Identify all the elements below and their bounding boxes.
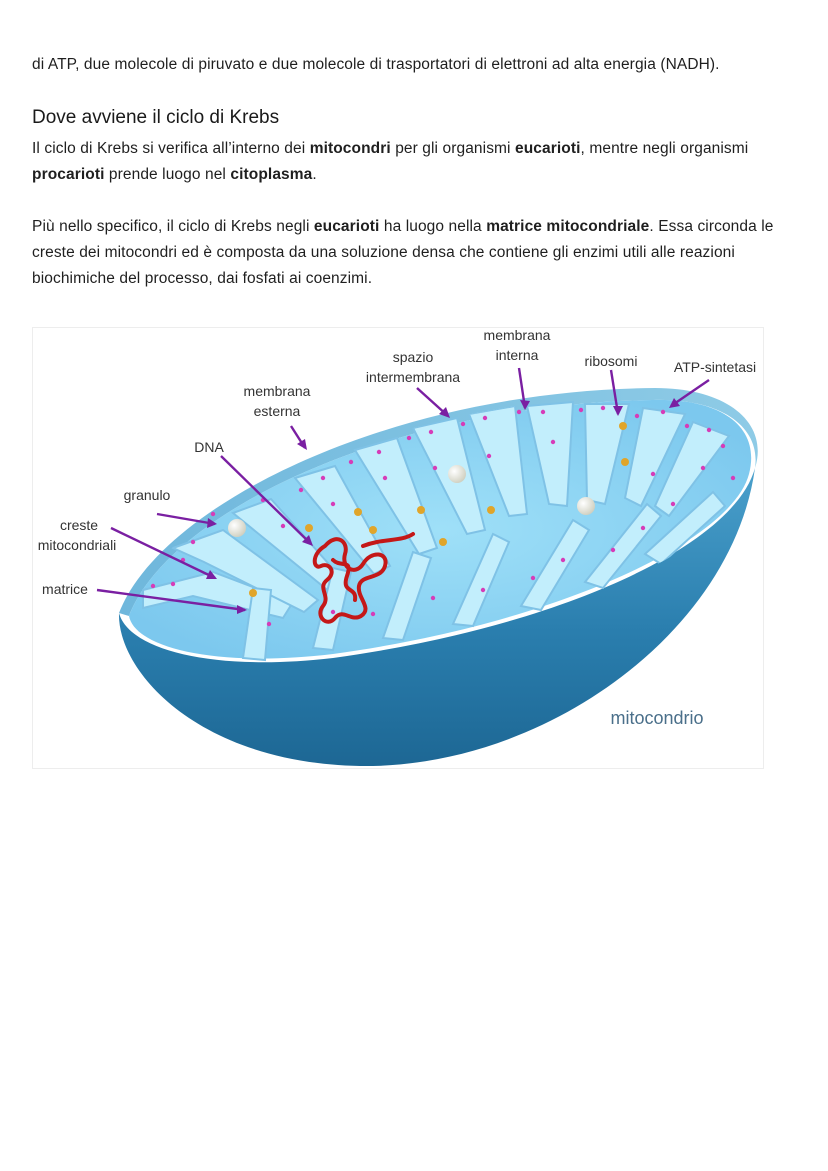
outer-membrane-shell <box>118 468 756 767</box>
bold-term: procarioti <box>32 166 105 183</box>
mitochondrion-illustration: membrana interna spazio intermembrana ri… <box>38 328 758 767</box>
text-span: , mentre negli organismi <box>580 140 749 157</box>
label-creste-1: creste <box>60 517 98 533</box>
label-membrana-esterna-2: esterna <box>254 403 301 419</box>
paragraph-location: Il ciclo di Krebs si verifica all’intern… <box>32 136 802 188</box>
leader-arrowheads <box>206 398 680 614</box>
text-span: Il ciclo di Krebs si verifica all’intern… <box>32 140 310 157</box>
label-membrana-esterna-1: membrana <box>244 383 311 399</box>
granule-1 <box>228 519 246 537</box>
granule-2 <box>448 465 466 483</box>
text-span: Più nello specifico, il ciclo di Krebs n… <box>32 218 314 235</box>
dna-strand <box>312 532 415 624</box>
bold-term: eucarioti <box>313 218 380 235</box>
label-creste-2: mitocondriali <box>38 537 117 553</box>
text-span: prende luogo nel <box>104 166 231 183</box>
mitochondrion-diagram: membrana interna spazio intermembrana ri… <box>32 327 764 769</box>
label-membrana-interna-1: membrana <box>484 328 551 343</box>
atp-synthase-dots <box>150 405 736 627</box>
paragraph-intro: di ATP, due molecole di piruvato e due m… <box>32 56 720 73</box>
label-mitocondrio: mitocondrio <box>610 708 703 728</box>
text-span: per gli organismi <box>390 140 516 157</box>
cristae-group <box>142 400 731 662</box>
bold-term: eucarioti <box>515 140 581 157</box>
article-body: di ATP, due molecole di piruvato e due m… <box>32 52 802 292</box>
text-span: . <box>312 166 317 183</box>
label-ribosomi: ribosomi <box>585 353 638 369</box>
section-heading: Dove avviene il ciclo di Krebs <box>32 107 280 128</box>
label-granulo: granulo <box>124 487 171 503</box>
bold-term: matrice mitocondriale <box>486 218 650 235</box>
label-spazio-2: intermembrana <box>366 369 460 385</box>
label-membrana-interna-2: interna <box>496 347 539 363</box>
text-span: . Essa circonda le creste dei mitocondri… <box>32 218 774 287</box>
label-matrice: matrice <box>42 581 88 597</box>
leader-lines <box>96 367 710 612</box>
granule-3 <box>577 497 595 515</box>
bold-term: mitocondri <box>309 140 391 157</box>
label-atp-sintetasi: ATP-sintetasi <box>674 359 756 375</box>
paragraph-matrix: Più nello specifico, il ciclo di Krebs n… <box>32 214 802 292</box>
text-span: ha luogo nella <box>379 218 487 235</box>
ribosomes <box>249 422 629 597</box>
label-dna: DNA <box>194 439 224 455</box>
bold-term: citoplasma <box>230 166 313 183</box>
label-spazio-1: spazio <box>393 349 434 365</box>
